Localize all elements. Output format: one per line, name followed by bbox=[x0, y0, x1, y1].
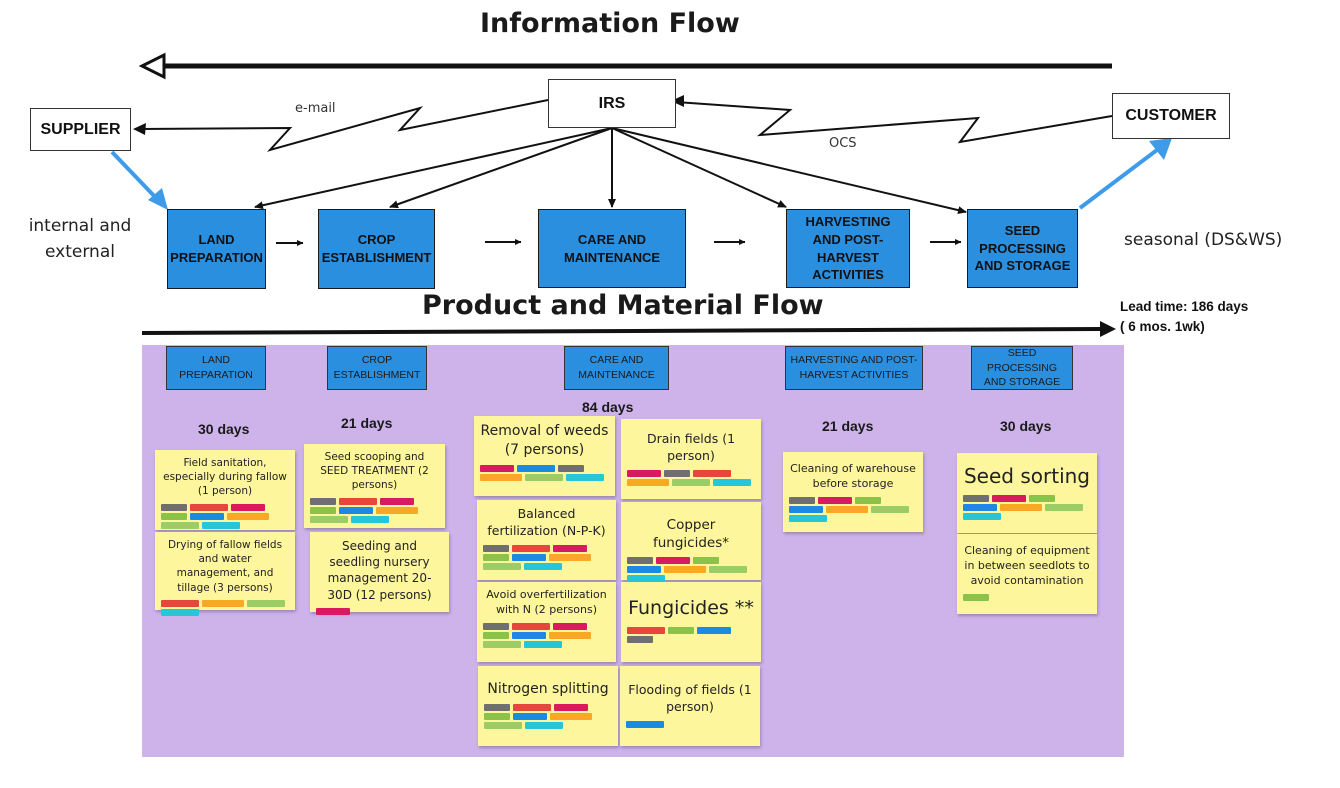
note-text: Seed sorting bbox=[963, 464, 1090, 488]
note-nitrogen-splitting: Nitrogen splitting bbox=[478, 666, 618, 746]
supplier-box: SUPPLIER bbox=[30, 108, 131, 151]
note-seeding-nursery: Seeding and seedling nursery management … bbox=[310, 532, 449, 615]
note-text: Drying of fallow fields and water manage… bbox=[167, 539, 283, 594]
board-header-land-preparation: LAND PREPARATION bbox=[166, 346, 266, 390]
stage-care-maintenance: CARE AND MAINTENANCE bbox=[538, 209, 686, 288]
stage-seed-processing: SEED PROCESSING AND STORAGE bbox=[967, 209, 1078, 288]
note-text: Field sanitation, especially during fall… bbox=[163, 457, 287, 498]
note-text: Balanced fertilization (N-P-K) bbox=[487, 506, 606, 538]
product-flow-arrow bbox=[141, 327, 1103, 335]
note-text: Cleaning of equipment in between seedlot… bbox=[964, 544, 1090, 587]
note-text: Avoid overfertilization with N (2 person… bbox=[486, 588, 607, 616]
days-care-maintenance: 84 days bbox=[582, 399, 634, 415]
note-text: Flooding of fields (1 person) bbox=[628, 682, 752, 714]
note-text: Copper fungicides* bbox=[652, 517, 730, 552]
board-header-crop-establishment: CROP ESTABLISHMENT bbox=[327, 346, 427, 390]
note-text: Removal of weeds (7 persons) bbox=[480, 423, 609, 458]
days-crop-establishment: 21 days bbox=[341, 415, 393, 431]
note-drain-fields: Drain fields (1 person) bbox=[621, 419, 761, 499]
days-harvesting: 21 days bbox=[822, 418, 874, 434]
note-text: Seeding and seedling nursery management … bbox=[327, 539, 432, 602]
note-removal-weeds: Removal of weeds (7 persons) bbox=[474, 416, 615, 496]
stage-land-preparation: LAND PREPARATION bbox=[167, 209, 266, 289]
board-header-care-maintenance: CARE AND MAINTENANCE bbox=[564, 346, 669, 390]
product-flow-title: Product and Material Flow bbox=[422, 290, 824, 321]
ocs-label: OCS bbox=[829, 136, 857, 151]
days-seed-processing: 30 days bbox=[1000, 418, 1052, 434]
board-header-harvesting: HARVESTING AND POST-HARVEST ACTIVITIES bbox=[785, 346, 923, 390]
stage-crop-establishment: CROP ESTABLISHMENT bbox=[318, 209, 435, 289]
note-drying-fallow: Drying of fallow fields and water manage… bbox=[155, 532, 295, 616]
note-fungicides: Fungicides ** bbox=[621, 582, 761, 662]
note-text: Fungicides ** bbox=[628, 597, 754, 619]
note-avoid-overfertilization: Avoid overfertilization with N (2 person… bbox=[477, 582, 616, 662]
note-text: Cleaning of warehouse before storage bbox=[790, 462, 916, 490]
note-copper-fungicides: Copper fungicides* bbox=[621, 502, 761, 583]
email-lightning-line bbox=[137, 99, 549, 152]
note-field-sanitation: Field sanitation, especially during fall… bbox=[155, 450, 295, 530]
note-flooding-fields: Flooding of fields (1 person) bbox=[620, 666, 760, 746]
note-balanced-fertilization: Balanced fertilization (N-P-K) bbox=[477, 500, 616, 580]
seasonal-label: seasonal (DS&WS) bbox=[1124, 230, 1283, 250]
lead-time-line-1: Lead time: 186 days bbox=[1120, 299, 1249, 314]
customer-box: CUSTOMER bbox=[1112, 93, 1230, 139]
stage-harvesting: HARVESTING AND POST-HARVEST ACTIVITIES bbox=[786, 209, 910, 288]
irs-box: IRS bbox=[548, 79, 676, 128]
days-land-preparation: 30 days bbox=[198, 421, 250, 437]
internal-external-label: internal and external bbox=[28, 216, 132, 262]
lead-time-label: Lead time: 186 days ( 6 mos. 1wk) bbox=[1120, 297, 1248, 338]
note-cleaning-equipment: Cleaning of equipment in between seedlot… bbox=[957, 534, 1097, 614]
note-seed-sorting: Seed sorting bbox=[957, 453, 1097, 533]
information-flow-arrowhead bbox=[138, 52, 166, 80]
note-text: Seed scooping and SEED TREATMENT (2 pers… bbox=[320, 451, 429, 492]
note-cleaning-warehouse: Cleaning of warehouse before storage bbox=[783, 452, 923, 532]
email-label: e-mail bbox=[295, 101, 336, 116]
note-text: Drain fields (1 person) bbox=[646, 431, 736, 463]
note-seed-scooping: Seed scooping and SEED TREATMENT (2 pers… bbox=[304, 444, 445, 528]
note-text: Nitrogen splitting bbox=[487, 681, 609, 697]
ocs-lightning-line bbox=[675, 101, 1113, 144]
board-header-seed-processing: SEED PROCESSING AND STORAGE bbox=[971, 346, 1073, 390]
lead-time-line-2: ( 6 mos. 1wk) bbox=[1120, 319, 1205, 335]
information-flow-title: Information Flow bbox=[480, 8, 740, 39]
